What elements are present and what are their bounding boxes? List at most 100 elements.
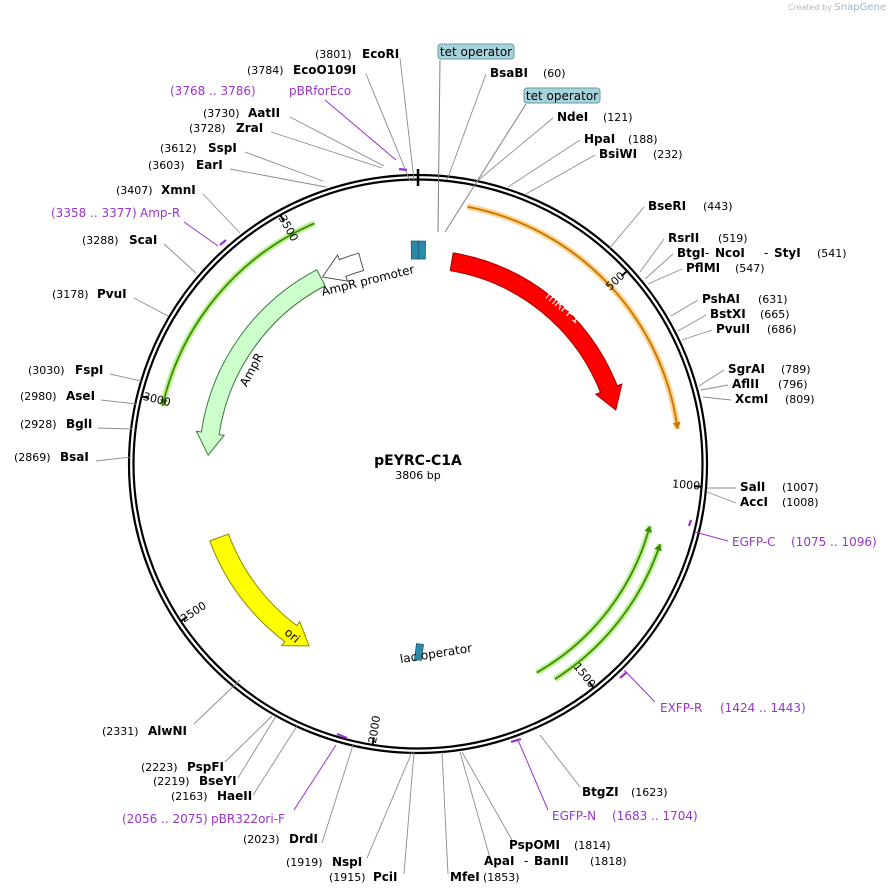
primer-name: EGFP-N: [552, 809, 596, 823]
site-ndei[interactable]: (121)NdeI: [557, 110, 633, 124]
site-leader-line: [202, 193, 241, 234]
site-pcii[interactable]: (1915)PciI: [329, 870, 398, 884]
primer-egfp-c[interactable]: (1075 .. 1096)EGFP-C: [687, 519, 877, 549]
ruler-label: 2000: [366, 715, 383, 745]
site-bseyi[interactable]: (2219) BseYI: [153, 774, 237, 788]
site-zrai[interactable]: (3728)ZraI: [189, 121, 263, 135]
orf-layer: [159, 203, 681, 682]
site-name: AatII: [248, 106, 280, 120]
tet-operator-label: tet operator: [526, 89, 598, 103]
site-position: (3030): [28, 364, 65, 377]
primer-pbrforeco[interactable]: (3768 .. 3786)pBRforEco: [170, 84, 408, 172]
site-name: BsaI: [60, 450, 89, 464]
site-aatii[interactable]: (3730)AatII: [203, 106, 280, 120]
orf-arrow-green-outer: [553, 543, 663, 682]
site-bstxi[interactable]: (665)BstXI: [710, 307, 790, 321]
site-name: EcoO109I: [293, 63, 356, 77]
site-sgrai[interactable]: (789)SgrAI: [728, 362, 811, 376]
site-position: (188): [628, 133, 658, 146]
orf-arrow-green-left: [159, 220, 316, 407]
site-position: (3728): [189, 122, 226, 135]
site-name: HaeII: [217, 789, 252, 803]
site-haeii[interactable]: (2163)HaeII: [171, 789, 252, 803]
site-position: (232): [653, 148, 683, 161]
site-xcmi[interactable]: (809)XcmI: [735, 392, 815, 406]
site-mfei[interactable]: (1853)MfeI: [450, 870, 520, 884]
primer-amp-r[interactable]: (3358 .. 3377)Amp-R: [51, 206, 227, 247]
site-leader-line: [244, 151, 324, 182]
site-leader-line: [670, 299, 699, 317]
site-leader-line: [97, 427, 133, 430]
site-pspfi[interactable]: (2223)PspFI: [141, 760, 224, 774]
site-sali[interactable]: (1007)SalI: [740, 480, 819, 494]
site-leader-line: [321, 744, 354, 844]
primer-mark: [687, 519, 693, 527]
orf-arrow-orange: [466, 203, 681, 430]
site-eari[interactable]: (3603)EarI: [148, 158, 223, 172]
site-position: (541): [817, 247, 847, 260]
site-name: XmnI: [161, 183, 196, 197]
site-nspi[interactable]: (1919)NspI: [286, 855, 362, 869]
site-scai[interactable]: (3288)ScaI: [82, 233, 157, 247]
site-name: SgrAI: [728, 362, 765, 376]
site-name: BseYI: [199, 774, 237, 788]
site-leader-line: [399, 57, 415, 181]
feature-ori: [209, 533, 310, 647]
site-leader-line: [229, 168, 327, 188]
site-sspi[interactable]: (3612)SspI: [160, 141, 237, 155]
primer-egfp-n[interactable]: (1683 .. 1704)EGFP-N: [510, 737, 698, 823]
site-leader-line: [446, 73, 487, 181]
primer-range: (1424 .. 1443): [720, 701, 806, 715]
site-fspi[interactable]: (3030) FspI: [28, 363, 103, 377]
site-aflii[interactable]: (796)AflII: [732, 377, 808, 391]
site-position: (2869): [14, 451, 51, 464]
site-position: (2219): [153, 775, 190, 788]
site-bseri[interactable]: (443)BseRI: [648, 199, 733, 213]
site-position: (1814): [574, 839, 611, 852]
site-hpai[interactable]: (188)HpaI: [584, 132, 658, 146]
ruler-tick: [694, 485, 703, 488]
site-name: EcoRI: [362, 47, 399, 61]
feature-ampr: [195, 269, 326, 457]
primer-exfp-r[interactable]: (1424 .. 1443) EXFP-R: [619, 669, 806, 715]
site-pspomi[interactable]: (1814)PspOMI: [509, 838, 611, 852]
site-acci[interactable]: (1008)AccI: [740, 495, 819, 509]
site-leader-line: [100, 399, 137, 405]
site-pshai[interactable]: (631)PshAI: [702, 292, 788, 306]
site-name: AccI: [740, 495, 768, 509]
tet-operator-box: tet operator: [523, 87, 601, 104]
site-separator: -: [524, 854, 528, 868]
site-bsiwi[interactable]: (232)BsiWI: [599, 147, 683, 161]
site-leader-line: [700, 384, 729, 391]
tet-operator-label: tet operator: [440, 45, 512, 59]
site-ecoo109i[interactable]: (3784)EcoO109I: [247, 63, 356, 77]
site-leader-line: [639, 238, 665, 273]
site-position: (443): [703, 200, 733, 213]
site-position: (686): [767, 323, 797, 336]
site-separator: -: [764, 246, 768, 260]
site-name: FspI: [75, 363, 103, 377]
site-rsrii[interactable]: (519)RsrII: [668, 231, 748, 245]
site-pvuii[interactable]: (686)PvuII: [716, 322, 797, 336]
site-pflmi[interactable]: (547)PflMI: [686, 261, 765, 275]
site-position: (3603): [148, 159, 185, 172]
site-bsai[interactable]: (2869) BsaI: [14, 450, 89, 464]
site-bgli[interactable]: (2928)BglI: [20, 417, 92, 431]
site-xmni[interactable]: (3407)XmnI: [116, 183, 196, 197]
site-btgzi[interactable]: (1623)BtgZI: [582, 785, 668, 799]
primer-pbr322ori-f[interactable]: (2056 .. 2075)pBR322ori-F: [122, 732, 348, 826]
site-leader-line: [237, 715, 277, 779]
primer-name: EXFP-R: [660, 701, 702, 715]
site-drdi[interactable]: (2023)DrdI: [243, 832, 318, 846]
site-asei[interactable]: (2980)AseI: [20, 389, 95, 403]
site-alwni[interactable]: (2331)AlwNI: [102, 724, 187, 738]
site-pvui[interactable]: (3178)PvuI: [52, 287, 127, 301]
site-apai[interactable]: (1818)ApaI-BanII: [484, 854, 627, 868]
feature-label-lac-operator: lac operator: [399, 641, 473, 666]
site-bsabi[interactable]: (60)BsaBI: [490, 66, 566, 80]
site-ecori[interactable]: (3801)EcoRI: [315, 47, 399, 61]
snapgene-watermark: Created by SnapGene: [788, 2, 886, 13]
site-position: (2023): [243, 833, 280, 846]
primer-leader-line: [183, 221, 219, 247]
